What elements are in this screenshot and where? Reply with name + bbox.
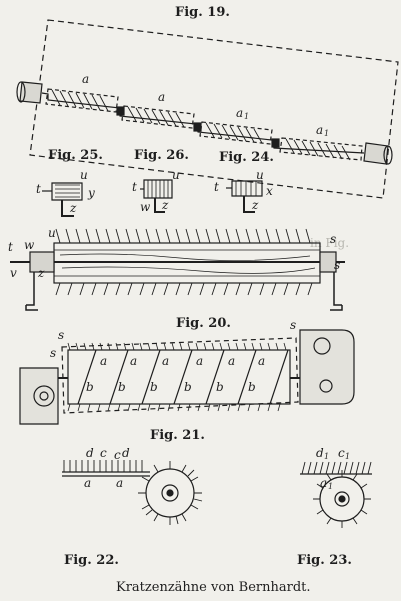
fig20-drawing [10,228,345,311]
fig26-drawing [140,179,173,213]
fig25-label-u: u [80,168,88,182]
fig22-drawing [62,460,203,525]
fig26-label-z: z [162,198,169,212]
fig21-label-b-2: b [118,380,126,394]
fig22-label-a-2: a [116,476,124,490]
fig23-label-d1-sub: 1 [324,452,330,461]
fig22-title: Fig. 22. [64,553,119,568]
fig20-label-z: z [38,266,45,280]
fig22-label-d: d [86,446,94,460]
fig23-label-c1: c [338,446,345,460]
fig23-label-a1-sub: 1 [328,482,334,491]
fig26-label-t: t [132,180,137,194]
fig21-label-b-6: b [248,380,256,394]
fig21-label-b-5: b [216,380,224,394]
fig19-label-a: a [82,72,90,86]
fig19-title: Fig. 19. [175,5,230,20]
fig25-title: Fig. 25. [48,148,103,163]
fig25-drawing [42,182,83,217]
fig26-label-w: w [140,200,151,214]
fig20-label-s: s [330,232,337,246]
fig24-label-t: t [214,180,219,194]
fig20-label-s-2: s [334,258,341,272]
fig23-label-c1-sub: 1 [345,452,351,461]
fig21-label-a-2: a [130,354,138,368]
fig24-title: Fig. 24. [219,150,274,165]
fig21-label-a-5: a [228,354,236,368]
fig22-label-c-2: c [114,448,121,462]
fig24-label-z: z [252,198,259,212]
fig19-label-a1-2: a [316,123,324,137]
fig19-label-a1: a [236,106,244,120]
fig21-label-b-1: b [86,380,94,394]
fig25-label-t: t [36,182,41,196]
fig21-label-b-4: b [184,380,192,394]
fig21-label-a-1: a [100,354,108,368]
fig22-label-a: a [84,476,92,490]
fig25-label-z: z [70,201,77,215]
fig19-label-a1-sub: 1 [244,112,250,121]
fig20-label-v: v [10,266,17,280]
fig24-drawing [226,180,263,213]
fig19-label-a1-2-sub: 1 [324,129,330,138]
fig21-label-s-2: s [290,318,297,332]
fig23-drawing [300,461,372,528]
fig23-label-a1: a [320,476,328,490]
fig21-label-a-6: a [258,354,266,368]
fig21-label-s: s [58,328,65,342]
fig24-label-u: u [256,168,264,182]
fig21-drawing [19,329,355,425]
fig26-label-u: u [172,168,180,182]
fig20-title: Fig. 20. [176,316,231,331]
fig23-title: Fig. 23. [297,553,352,568]
fig21-label-b-3: b [150,380,158,394]
fig21-label-a-3: a [162,354,170,368]
fig20-label-t: t [8,240,13,254]
fig20-label-w: w [24,238,35,252]
fig21-label-a-4: a [196,354,204,368]
fig21-label-r: s [50,346,57,360]
fig21-title: Fig. 21. [150,428,205,443]
plate-caption: Kratzenzähne von Bernhardt. [116,580,311,595]
fig19-drawing [16,19,399,199]
fig20-label-u: u [48,226,56,240]
fig25-label-y: y [88,186,95,200]
fig23-label-d1: d [316,446,324,460]
fig19-label-a-2: a [158,90,166,104]
fig22-label-c: c [100,446,107,460]
fig22-label-d-2: d [122,446,130,460]
fig26-title: Fig. 26. [134,148,189,163]
fig24-label-x: x [266,184,273,198]
